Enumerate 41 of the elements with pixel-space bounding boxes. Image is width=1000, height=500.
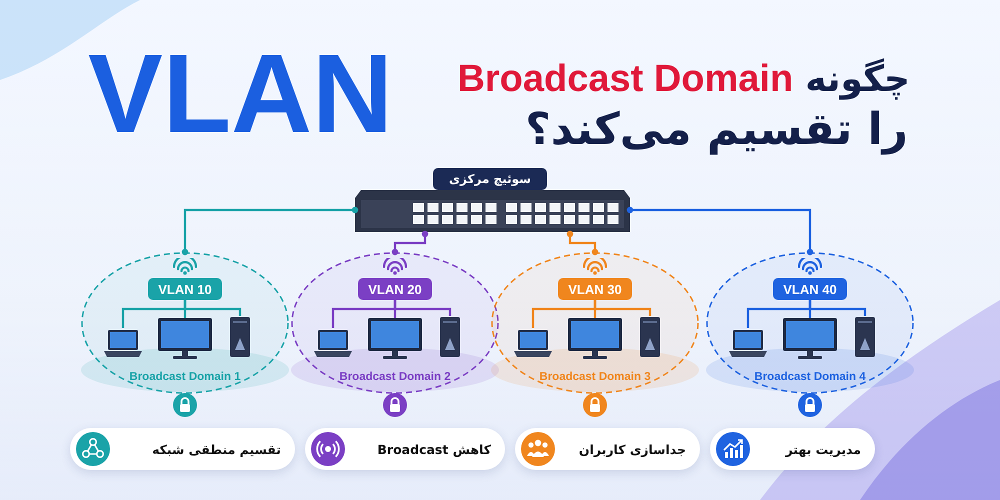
cable-line [392,230,428,256]
connector-line [184,300,242,316]
title-highlight: Broadcast Domain [457,58,794,101]
title-text: VLAN [88,38,393,150]
cable-line [182,206,358,256]
laptop-drawing [103,328,143,358]
feature-pill [70,428,295,470]
feature-label: مدیریت بهتر [785,440,861,459]
domain-label: Broadcast Domain 1 [128,371,242,383]
cable-line [566,230,598,256]
feature-pill [305,428,505,470]
monitor-drawing [783,318,837,360]
monitor-drawing [368,318,422,360]
server-drawing [439,316,461,358]
feature-label: تقسیم منطقی شبکه [152,440,281,459]
feature-pill [710,428,875,470]
connector-line [394,300,452,316]
server-drawing [854,316,876,358]
connector-line [594,300,652,316]
switch-label: سوئیچ مرکزی [433,168,547,190]
connector-line [808,300,866,316]
domain-label: Broadcast Domain 4 [753,371,867,383]
laptop-drawing [513,328,553,358]
cable-line [626,206,814,256]
laptop-drawing [728,328,768,358]
feature-pill [515,428,700,470]
server-drawing [639,316,661,358]
monitor-drawing [568,318,622,360]
vlan-tag: VLAN 30 [558,278,632,300]
feature-label: کاهش Broadcast [377,440,491,459]
feature-label: جداسازی کاربران [578,440,686,459]
vlan-tag: VLAN 40 [773,278,847,300]
domain-label: Broadcast Domain 3 [538,371,652,383]
server-drawing [229,316,251,358]
monitor-drawing [158,318,212,360]
vlan-tag: VLAN 20 [358,278,432,300]
laptop-drawing [313,328,353,358]
domain-label: Broadcast Domain 2 [338,371,452,383]
title-text: چگونه [805,59,910,100]
vlan-tag: VLAN 10 [148,278,222,300]
title-text: را تقسیم می‌کند؟ [525,104,908,155]
